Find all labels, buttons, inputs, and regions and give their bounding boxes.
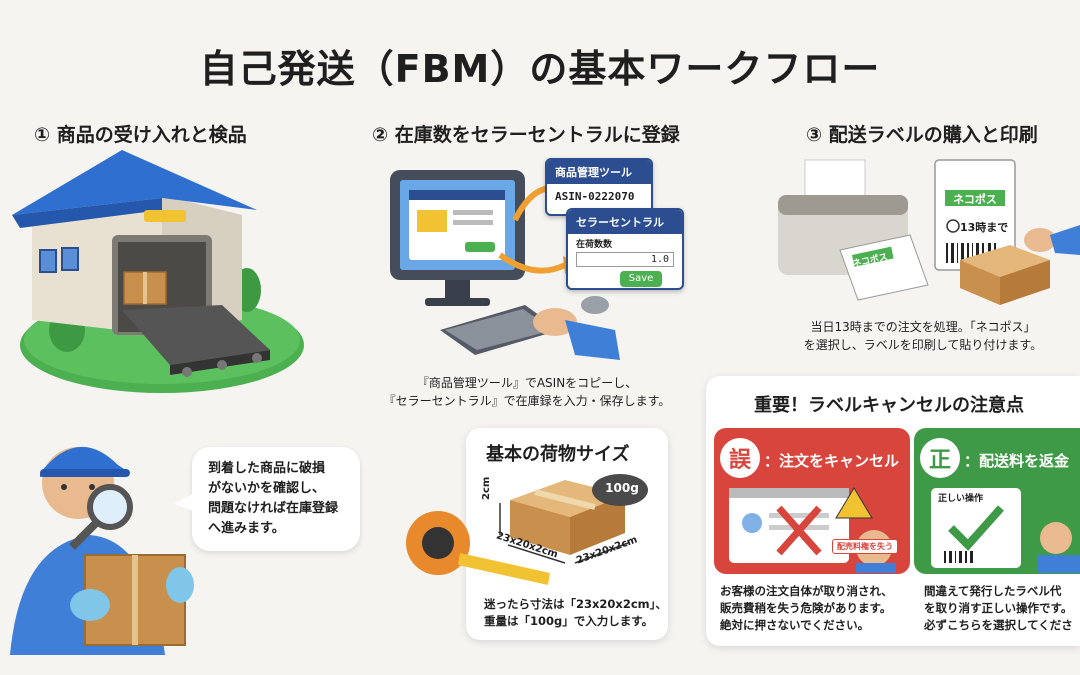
step2-caption: 『商品管理ツール』でASINをコピーし、 『セラーセントラル』で在庫録を入力・保… [372, 374, 682, 410]
caption-line: 絶対に押さないでください。 [720, 618, 870, 632]
right-option-caption: 間違えて発行したラベル代 を取り消す正しい操作です。 必ずこちらを選択してくださ [924, 583, 1073, 634]
warehouse-illustration [12, 150, 304, 393]
wrong-badge: 誤 [720, 438, 760, 478]
stock-input[interactable]: 1.0 [576, 252, 674, 267]
right-option-panel: 正 ：配送料を返金 正しい操作 [914, 428, 1080, 574]
inspector-worker-illustration [10, 446, 194, 655]
right-badge: 正 [920, 438, 960, 478]
caption-line: 重量は「100g」で入力します。 [484, 614, 654, 628]
bubble-tail [174, 492, 196, 512]
package-size-caption: 迷ったら寸法は「23x20x2cm」、 重量は「100g」で入力します。 [484, 596, 667, 630]
warning-tag: 配売料権を失う [832, 539, 898, 554]
refund-success-illustration [931, 488, 1080, 573]
caption-line: 当日13時までの注文を処理。「ネコポス」 [810, 320, 1036, 334]
caption-line: 必ずこちらを選択してくださ [924, 618, 1073, 632]
caption-line: 間違えて発行したラベル代 [924, 584, 1062, 598]
product-tool-window-title: 商品管理ツール [547, 160, 651, 184]
dim-height-label: 2cm [481, 476, 492, 500]
save-button[interactable]: Save [620, 271, 662, 287]
bubble-line: 問題なければ在庫登録 [208, 501, 339, 516]
caption-line: を選択し、ラベルを印刷して貼り付けます。 [803, 338, 1043, 352]
label-deadline: 13時まで [960, 221, 1009, 234]
bubble-line: がないかを確認し、 [208, 481, 326, 496]
bubble-line: 到着した商品に破損 [208, 461, 326, 476]
package-size-title: 基本の荷物サイズ [486, 444, 630, 465]
step1-title: ① 商品の受け入れと検品 [34, 124, 247, 146]
weight-label: 100g [605, 481, 639, 495]
stock-label: 在荷数数 [576, 240, 613, 250]
box-and-tape-illustration [406, 474, 648, 585]
caption-line: 『セラーセントラル』で在庫録を入力・保存します。 [383, 394, 671, 408]
caption-line: 『商品管理ツール』でASINをコピーし、 [416, 376, 638, 390]
printer-illustration [778, 159, 1080, 305]
wrong-option-panel: 誤 ：注文をキャンセル 配売料権を失う [714, 428, 910, 574]
label-brand: ネコポス [953, 193, 997, 206]
wrong-option-caption: お客様の注文自体が取り消され、 販売費稍を失う危険があります。 絶対に押さないで… [720, 583, 893, 634]
caption-line: お客様の注文自体が取り消され、 [720, 584, 893, 598]
caption-line: を取り消す正しい操作です。 [924, 601, 1073, 615]
caption-line: 販売費稍を失う危険があります。 [720, 601, 892, 615]
computer-illustration [390, 170, 620, 360]
cancel-notice-card: 重要！ラベルキャンセルの注意点 誤 ：注文をキャンセル 配売料権を失う お客様の… [706, 376, 1080, 646]
step2-title: ② 在庫数をセラーセントラルに登録 [372, 124, 680, 146]
inspection-speech-bubble: 到着した商品に破損 がないかを確認し、 問題なければ在庫登録 へ進みます。 [192, 447, 360, 551]
seller-central-window-title: セラーセントラル [568, 210, 682, 234]
wrong-option-label: ：注文をキャンセル [764, 452, 900, 470]
asin-value[interactable]: ASIN-0222070 [555, 190, 635, 203]
bubble-line: へ進みます。 [208, 521, 285, 536]
caption-line: 迷ったら寸法は「23x20x2cm」、 [484, 597, 667, 611]
cancel-notice-title: 重要！ラベルキャンセルの注意点 [754, 395, 1024, 416]
right-option-label: ：配送料を返金 [964, 452, 1070, 470]
cancel-error-illustration [729, 487, 896, 573]
step3-caption: 当日13時までの注文を処理。「ネコポス」 を選択し、ラベルを印刷して貼り付けます… [778, 318, 1068, 354]
correct-operation-title: 正しい操作 [938, 494, 984, 504]
page-title: 自己発送（FBM）の基本ワークフロー [199, 47, 881, 91]
step3-title: ③ 配送ラベルの購入と印刷 [806, 124, 1038, 146]
seller-central-window: セラーセントラル 在荷数数 1.0 Save [566, 208, 684, 290]
